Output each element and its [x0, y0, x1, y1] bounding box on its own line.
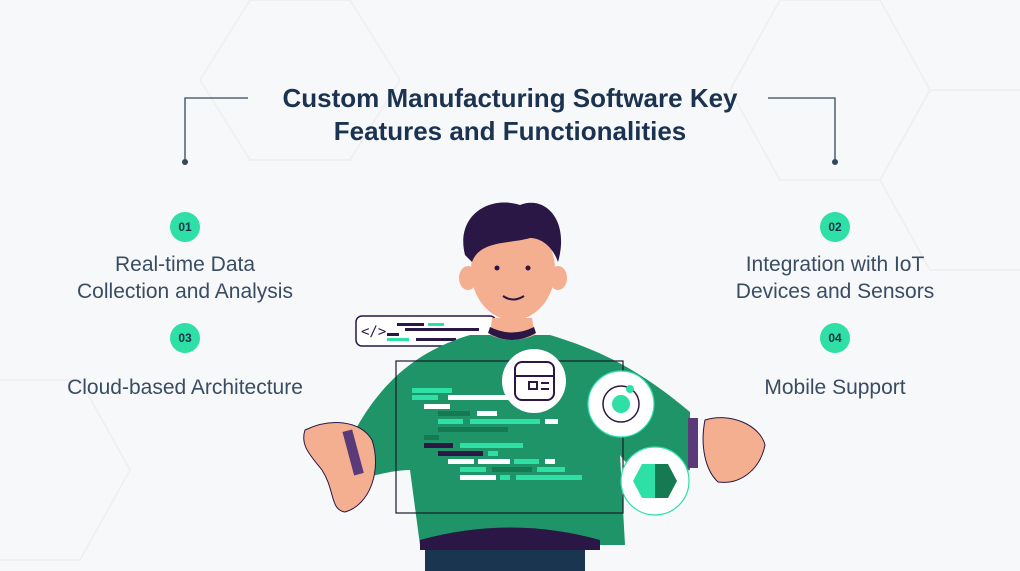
feature-label-line: Real-time Data: [114, 253, 256, 276]
code-tag-text: </>: [361, 324, 386, 340]
feature-label-iot-integration: Integration with IoT Devices and Sensors: [665, 251, 1005, 305]
feature-number-badge: 01: [170, 212, 200, 242]
feature-label-line: Integration with IoT: [745, 253, 925, 276]
feature-label-line: Collection and Analysis: [77, 280, 293, 303]
feature-label-realtime-data: Real-time Data Collection and Analysis: [15, 251, 355, 305]
feature-number-badge: 03: [170, 323, 200, 353]
feature-number-badge: 04: [820, 323, 850, 353]
feature-label-cloud-architecture: Cloud-based Architecture: [67, 376, 303, 399]
feature-number-badge: 02: [820, 212, 850, 242]
page-title: Custom Manufacturing Software Key Featur…: [0, 82, 1020, 148]
hexagon-logo-icon: [620, 446, 690, 516]
title-line-2: Features and Functionalities: [333, 116, 687, 146]
browser-window-icon: [502, 349, 566, 413]
feature-label-line: Devices and Sensors: [735, 280, 935, 303]
ionic-logo-icon: [587, 370, 655, 438]
title-line-1: Custom Manufacturing Software Key: [282, 83, 738, 113]
feature-label-mobile-support: Mobile Support: [764, 376, 906, 399]
